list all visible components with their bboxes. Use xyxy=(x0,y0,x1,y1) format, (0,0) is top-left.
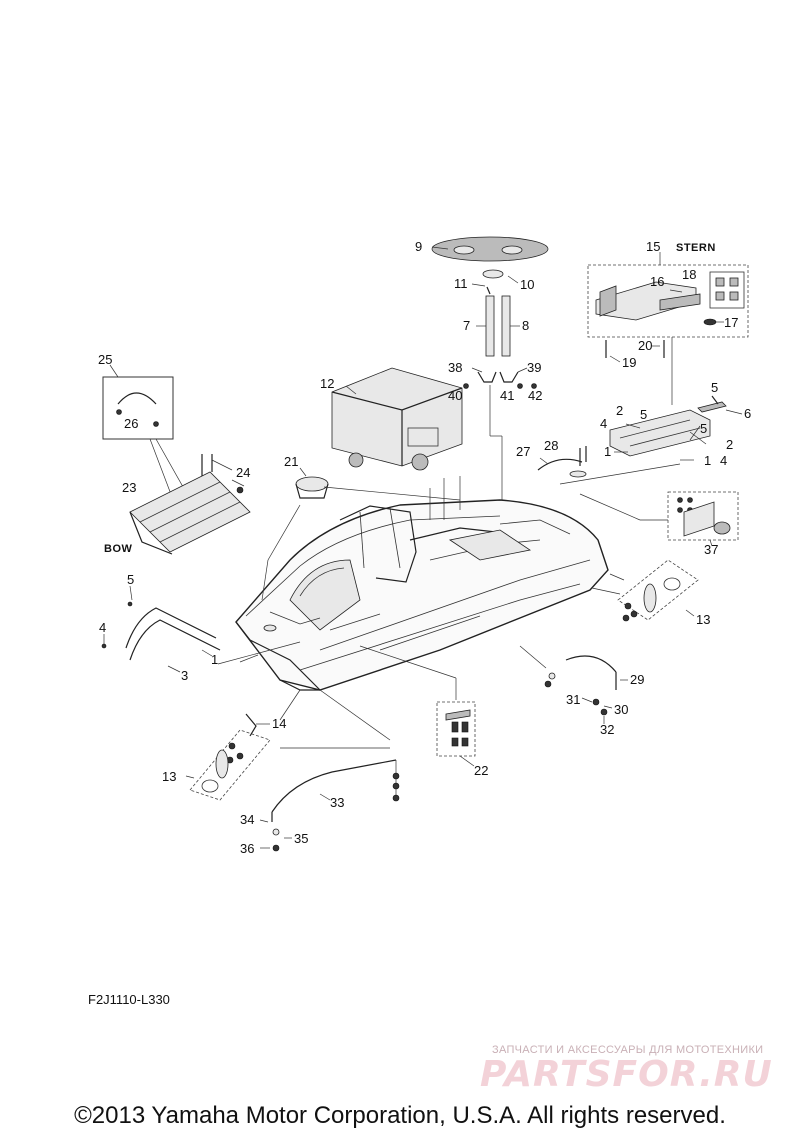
callout-36: 36 xyxy=(240,841,254,856)
callout-18: 18 xyxy=(682,267,696,282)
part-15-stern-frame xyxy=(587,252,749,405)
callout-40: 40 xyxy=(448,388,462,403)
callout-25: 25 xyxy=(98,352,112,367)
leader-lines xyxy=(261,463,681,749)
callout-38: 38 xyxy=(448,360,462,375)
callout-34: 34 xyxy=(240,812,254,827)
watermark-logo: PARTSFOR.RU xyxy=(480,1054,773,1095)
callout-15: 15 xyxy=(646,239,660,254)
part-12-cooler xyxy=(331,367,463,471)
callout-39: 39 xyxy=(527,360,541,375)
callout-20: 20 xyxy=(638,338,652,353)
caption-bow: BOW xyxy=(104,543,133,555)
callout-23: 23 xyxy=(122,480,136,495)
callout-37: 37 xyxy=(704,542,718,557)
callout-14: 14 xyxy=(272,716,286,731)
part-21-cup xyxy=(295,467,461,501)
callout-labels: 9 10 11 7 8 38 39 40 41 42 15 STERN 16 1… xyxy=(98,239,751,856)
callout-26: 26 xyxy=(124,416,138,431)
part-33-grab-rail xyxy=(259,759,400,852)
callout-41: 41 xyxy=(500,388,514,403)
hull xyxy=(217,499,609,691)
callout-1-bow: 1 xyxy=(211,652,218,667)
callout-4-bow: 4 xyxy=(99,620,106,635)
callout-29: 29 xyxy=(630,672,644,687)
callout-8: 8 xyxy=(522,318,529,333)
callout-4-stern-a: 4 xyxy=(600,416,607,431)
callout-13-right: 13 xyxy=(696,612,710,627)
callout-33: 33 xyxy=(330,795,344,810)
part-23-ladder xyxy=(129,454,251,555)
callout-12: 12 xyxy=(320,376,334,391)
callout-2-stern-b: 2 xyxy=(726,437,733,452)
callout-17: 17 xyxy=(724,315,738,330)
callout-5-bow: 5 xyxy=(127,572,134,587)
callout-2-stern-a: 2 xyxy=(616,403,623,418)
callout-5-stern-b: 5 xyxy=(640,407,647,422)
callout-32: 32 xyxy=(600,722,614,737)
part-37-stern-light xyxy=(667,491,739,547)
part-29-tube xyxy=(544,655,628,724)
callout-35: 35 xyxy=(294,831,308,846)
callout-16: 16 xyxy=(650,274,664,289)
callout-5-stern-c: 5 xyxy=(700,421,707,436)
callout-21: 21 xyxy=(284,454,298,469)
caption-stern: STERN xyxy=(676,242,716,254)
callout-22: 22 xyxy=(474,763,488,778)
callout-7: 7 xyxy=(463,318,470,333)
callout-19: 19 xyxy=(622,355,636,370)
part-3-rubrail xyxy=(101,585,221,673)
callout-24: 24 xyxy=(236,465,250,480)
part-post-assembly xyxy=(463,269,537,520)
callout-42: 42 xyxy=(528,388,542,403)
part-27-handle xyxy=(537,446,587,478)
callout-28: 28 xyxy=(544,438,558,453)
watermark-subtitle: ЗАПЧАСТИ И АКСЕССУАРЫ ДЛЯ МОТОТЕХНИКИ xyxy=(492,1044,764,1056)
part-9-cover xyxy=(431,236,549,262)
part-22-cleat xyxy=(436,701,476,767)
drawing-code: F2J1110-L330 xyxy=(88,992,170,1007)
callout-13-left: 13 xyxy=(162,769,176,784)
callout-9: 9 xyxy=(415,239,422,254)
part-13-eye-kit-left xyxy=(185,713,271,801)
copyright-notice: ©2013 Yamaha Motor Corporation, U.S.A. A… xyxy=(74,1102,726,1129)
callout-4-stern-b: 4 xyxy=(720,453,727,468)
callout-30: 30 xyxy=(614,702,628,717)
callout-1-stern-b: 1 xyxy=(704,453,711,468)
callout-1-stern-a: 1 xyxy=(604,444,611,459)
callout-6: 6 xyxy=(744,406,751,421)
callout-10: 10 xyxy=(520,277,534,292)
callout-3: 3 xyxy=(181,668,188,683)
part-13-eye-kit-right xyxy=(617,559,699,622)
callout-11: 11 xyxy=(454,276,468,291)
callout-27: 27 xyxy=(516,444,530,459)
callout-5-stern-a: 5 xyxy=(711,380,718,395)
callout-31: 31 xyxy=(566,692,580,707)
part-stern-bracket xyxy=(609,395,743,461)
